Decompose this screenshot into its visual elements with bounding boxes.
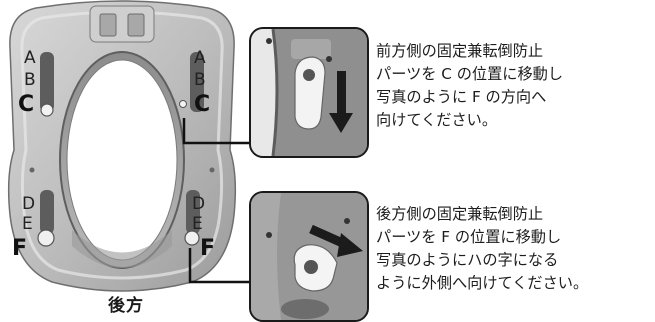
position-label-a-right: A — [194, 48, 206, 68]
position-label-b-right: B — [194, 70, 206, 90]
rear-instruction: 後方側の固定兼転倒防止 パーツを F の位置に移動し 写真のようにハの字になる … — [376, 203, 651, 295]
position-label-b-left: B — [24, 70, 36, 90]
front-part-photo — [249, 27, 369, 158]
rear-part-photo — [249, 191, 369, 322]
rear-part-photo-image — [251, 193, 367, 320]
position-label-e-left: E — [22, 214, 33, 234]
seat-base-illustration — [7, 0, 237, 292]
rear-instruction-line: パーツを F の位置に移動し — [376, 228, 562, 246]
rear-instruction-line: 後方側の固定兼転倒防止 — [376, 205, 544, 223]
rear-instruction-line: ように外側へ向けてください。 — [376, 274, 589, 292]
front-instruction-line: 写真のように F の方向へ — [376, 88, 547, 106]
position-label-f-left: F — [12, 236, 28, 261]
front-part-photo-image — [251, 29, 367, 156]
front-instruction-line: 向けてください。 — [376, 111, 498, 129]
front-instruction-line: パーツを C の位置に移動し — [376, 65, 564, 83]
front-instruction: 前方側の固定兼転倒防止 パーツを C の位置に移動し 写真のように F の方向へ… — [376, 40, 651, 132]
position-label-e-right: E — [192, 214, 203, 234]
rear-caption: 後方 — [108, 296, 144, 316]
position-label-d-right: D — [192, 194, 206, 214]
rear-instruction-line: 写真のようにハの字になる — [376, 251, 559, 269]
position-label-f-right: F — [200, 236, 216, 261]
position-label-c-left: C — [18, 92, 35, 117]
position-label-c-right: C — [194, 92, 211, 117]
position-label-a-left: A — [24, 48, 36, 68]
front-instruction-line: 前方側の固定兼転倒防止 — [376, 42, 544, 60]
position-label-d-left: D — [22, 194, 36, 214]
